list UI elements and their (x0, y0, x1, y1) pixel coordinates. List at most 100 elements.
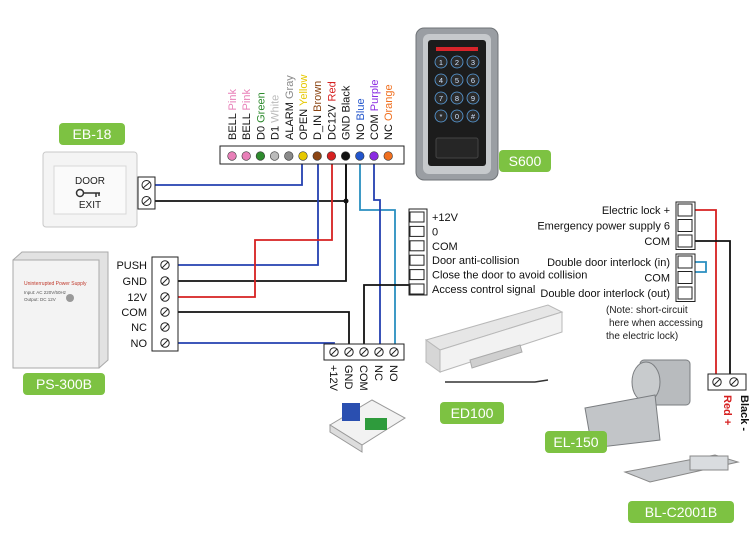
psu-label-1: Uninterrupted Power Supply (24, 281, 87, 287)
psu-tag: PS-300B (36, 376, 92, 392)
reader-pin-label: NO Blue (355, 98, 367, 140)
wire-psu-no (178, 342, 335, 348)
note-line-3: the electric lock) (606, 331, 678, 342)
lock-terminal-label: Double door interlock (out) (540, 288, 670, 300)
ed100-terminal-label: COM (432, 241, 458, 253)
ed100-terminal-label: Close the door to avoid collision (432, 270, 587, 282)
reader-pin-dot (355, 151, 365, 161)
lock-terminal-label: Double door interlock (in) (547, 257, 670, 269)
bl-terminals (707, 373, 747, 391)
reader-pin-dot (284, 151, 294, 161)
reader-pin-dot (369, 151, 379, 161)
svg-text:6: 6 (471, 76, 475, 85)
reader-pin-dot (298, 151, 308, 161)
svg-text:4: 4 (439, 76, 443, 85)
relay-terminal-label: +12V (327, 365, 339, 392)
relay-coil (342, 403, 360, 421)
eb18-exit-button: EB-18 DOOR EXIT (42, 123, 138, 228)
el150-tag-bg (545, 431, 607, 453)
eb18-tag-bg (59, 123, 125, 145)
ed100-terminal-label: 0 (432, 226, 438, 238)
eb18-door-label: DOOR (75, 176, 105, 187)
wire-psu-com (178, 311, 350, 348)
reader-pin-dot (383, 151, 393, 161)
note-text: (Note: short-circuit here when accessing… (606, 305, 703, 342)
reader-pin-dot (270, 151, 280, 161)
eb18-exit-label: EXIT (79, 200, 101, 211)
reader-pin-label: D1 White (270, 95, 282, 140)
ed100-terminal-label: Door anti-collision (432, 255, 519, 267)
psu-terminal-label: NO (131, 338, 148, 350)
svg-text:3: 3 (471, 58, 475, 67)
eb18-terminals (137, 176, 156, 210)
reader-pin-label: OPEN Yellow (298, 75, 310, 140)
svg-text:9: 9 (471, 94, 475, 103)
note-line-2: here when accessing (609, 318, 703, 329)
ed100-terminal-label: Access control signal (432, 284, 535, 296)
junction-dot (343, 198, 349, 204)
wire-lock-red (695, 209, 717, 378)
svg-text:0: 0 (455, 112, 459, 121)
lock-terminal-label: Emergency power supply 6 (537, 221, 670, 233)
psu-label-2: Input: AC 220V/50Hz (24, 290, 67, 295)
ed100-terminal-label: +12V (432, 212, 459, 224)
s600-tag: S600 (509, 153, 542, 169)
bl-red-label: Red + (721, 395, 733, 425)
wire-reader-no (359, 160, 396, 348)
svg-text:2: 2 (455, 58, 459, 67)
ps300b-power-supply: Uninterrupted Power Supply Input: AC 220… (12, 251, 109, 395)
bl-black-label: Black - (738, 395, 750, 431)
bl-tag-bg (628, 501, 734, 523)
relay-terminal-label: GND (342, 365, 354, 390)
lock-terminal-label: COM (644, 273, 670, 285)
lock-icon (66, 294, 74, 302)
svg-text:7: 7 (439, 94, 443, 103)
psu-terminal-label: COM (121, 307, 147, 319)
ed100-operator: ED100 (424, 304, 564, 424)
relay-module (329, 399, 406, 453)
psu-front (12, 259, 100, 369)
svg-text:#: # (471, 112, 476, 121)
psu-terminal-label: GND (123, 276, 148, 288)
relay-terminal-label: NO (387, 365, 399, 382)
reader-pin-dot (312, 151, 322, 161)
el150-lock: EL-150 (545, 359, 691, 453)
svg-text:1: 1 (439, 58, 443, 67)
ed100-tag-bg (440, 402, 504, 424)
reader-pin-dot (241, 151, 251, 161)
relay-terminal-label: NC (372, 365, 384, 381)
reader-pin-label: BELL Pink (227, 89, 239, 140)
note-line-1: (Note: short-circuit (606, 305, 688, 316)
reader-pin-label: D0 Green (255, 92, 267, 140)
relay-block (365, 418, 387, 430)
eb18-face (53, 165, 127, 215)
lock-terminals-mid: Double door interlock (in) COM Double door… (540, 253, 696, 302)
reader-pin-dot (341, 151, 351, 161)
reader-pin-label: COM Purple (369, 79, 381, 140)
psu-terminal-label: NC (131, 322, 147, 334)
reader-pin-label: NC Orange (383, 84, 395, 140)
reader-pin-label: ALARM Gray (284, 75, 296, 140)
el150-tag: EL-150 (553, 434, 598, 450)
ed100-tag: ED100 (451, 405, 494, 421)
reader-pin-dot (326, 151, 337, 161)
lock-terminal-label: Electric lock + (602, 205, 670, 217)
eb18-tag: EB-18 (73, 126, 112, 142)
reader-pin-label: DC12V Red (326, 81, 338, 140)
wires (155, 160, 731, 378)
reader-pin-dot (227, 151, 237, 161)
wire-relay-ed100 (363, 284, 412, 348)
wire-psu-gnd (178, 160, 347, 282)
bl-tag: BL-C2001B (645, 504, 717, 520)
wire-psu-push (178, 160, 319, 266)
s600-tag-bg (499, 150, 551, 172)
reader-pin-label: GND Black (341, 85, 353, 140)
wire-interlock-loop (695, 261, 707, 273)
